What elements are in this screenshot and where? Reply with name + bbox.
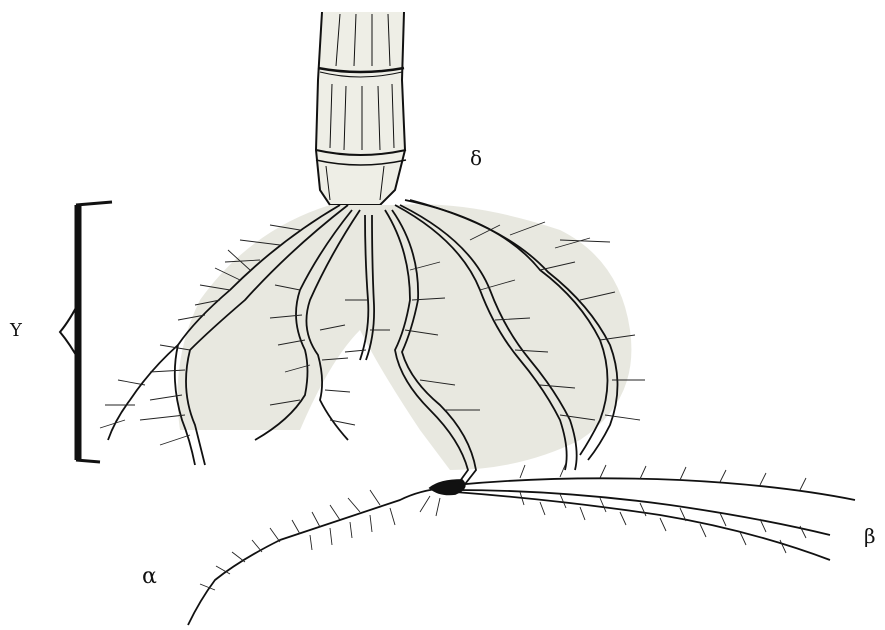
stem (316, 12, 406, 205)
gamma-bracket (60, 202, 112, 462)
label-alpha: α (142, 566, 157, 588)
label-gamma: Υ (10, 322, 22, 340)
label-delta: δ (470, 148, 482, 168)
label-beta: β (864, 526, 876, 546)
lateral-roots (188, 478, 855, 625)
